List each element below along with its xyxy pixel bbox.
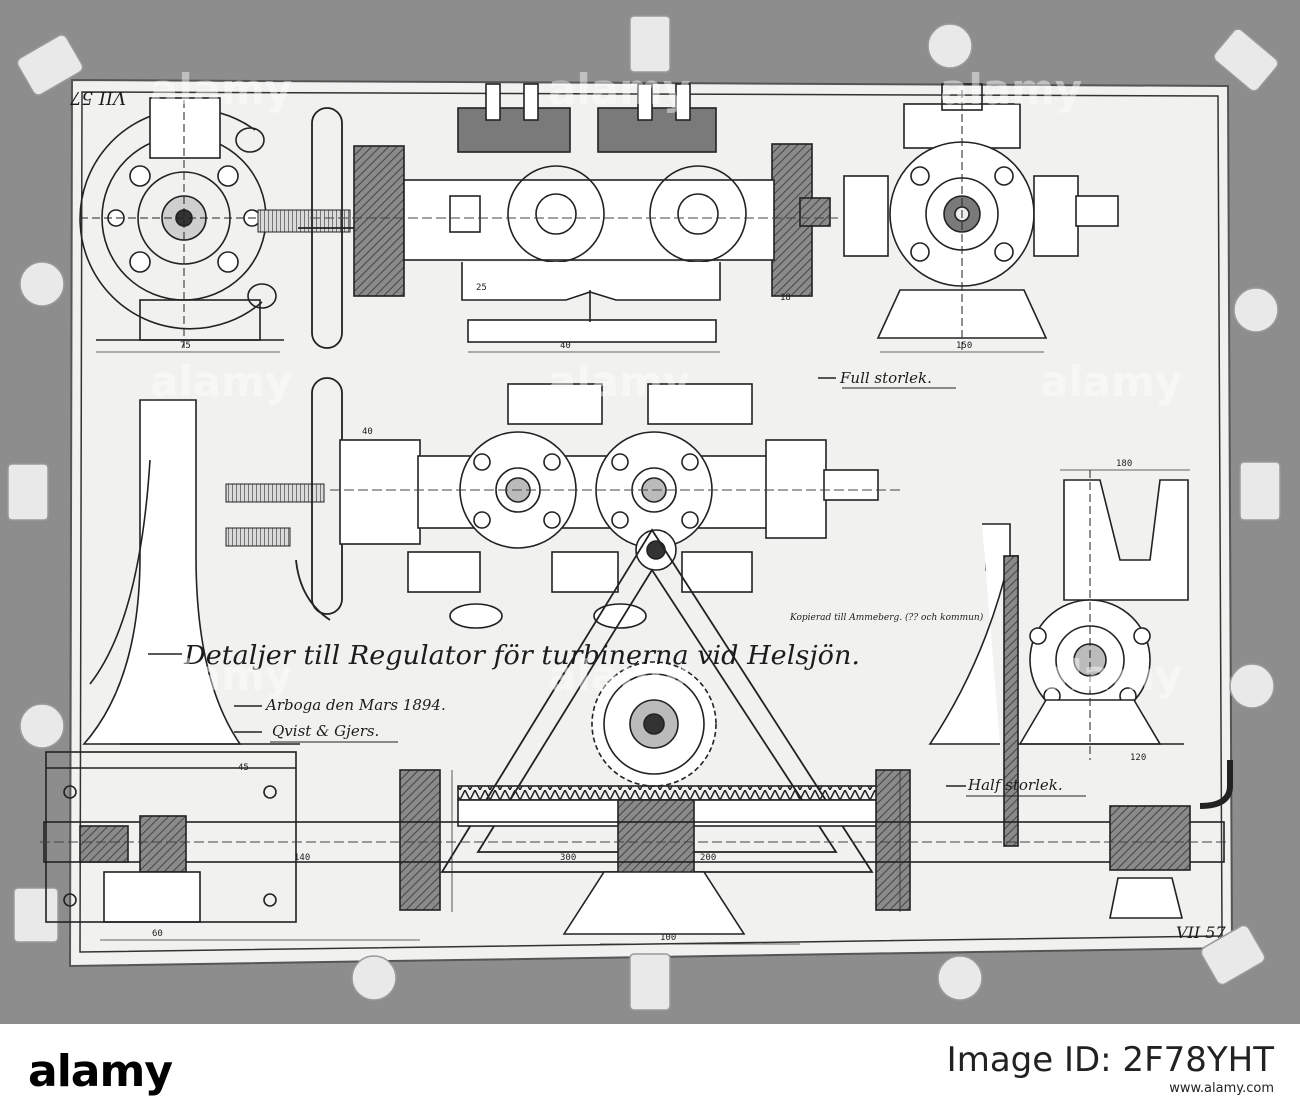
svg-text:300: 300 bbox=[560, 853, 576, 863]
left-bottom-frame bbox=[45, 751, 297, 923]
mounting-pins bbox=[7, 15, 1281, 1011]
threaded-rod-mid-1 bbox=[225, 483, 325, 503]
sheet-number-bottom: VII 57 bbox=[1176, 923, 1226, 942]
svg-text:alamy: alamy bbox=[548, 357, 690, 406]
svg-text:18: 18 bbox=[780, 293, 791, 303]
upper-right-end-view bbox=[843, 83, 1119, 352]
upper-regulator-body bbox=[353, 83, 831, 343]
place-date: Arboga den Mars 1894. bbox=[264, 696, 446, 714]
svg-text:alamy: alamy bbox=[1040, 651, 1182, 700]
svg-text:alamy: alamy bbox=[940, 65, 1082, 114]
svg-text:180: 180 bbox=[1116, 459, 1132, 469]
dimension-values: 75 40 150 45 100 60 180 200 300 40 18 25… bbox=[152, 283, 1146, 943]
image-id: Image ID: 2F78YHT bbox=[946, 1040, 1274, 1080]
svg-text:100: 100 bbox=[660, 933, 676, 943]
stock-footer bbox=[0, 1024, 1300, 1118]
scale-label-half: Half storlek. bbox=[967, 776, 1063, 794]
rack-and-guides bbox=[43, 760, 1233, 935]
image-id-block: Image ID: 2F78YHT www.alamy.com bbox=[947, 1040, 1274, 1098]
copy-note: Kopierad till Ammeberg. (?? och kommun) bbox=[789, 612, 984, 623]
threaded-rod-upper bbox=[257, 209, 351, 233]
svg-text:25: 25 bbox=[476, 283, 487, 293]
svg-text:40: 40 bbox=[560, 341, 571, 351]
middle-left-bracket bbox=[82, 399, 300, 745]
dimension-lines bbox=[96, 351, 1190, 945]
svg-text:alamy: alamy bbox=[548, 651, 690, 700]
right-l-bracket bbox=[928, 523, 1019, 847]
maker-name: Qvist & Gjers. bbox=[272, 722, 379, 740]
svg-text:alamy: alamy bbox=[150, 651, 292, 700]
svg-text:alamy: alamy bbox=[1040, 357, 1182, 406]
drawing-title: Detaljer till Regulator för turbinerna v… bbox=[183, 641, 860, 671]
upper-left-disk-view bbox=[79, 97, 300, 352]
svg-text:45: 45 bbox=[238, 763, 249, 773]
svg-text:200: 200 bbox=[700, 853, 716, 863]
handwheel-upper bbox=[298, 107, 356, 349]
svg-text:alamy: alamy bbox=[548, 65, 690, 114]
svg-text:120: 120 bbox=[1130, 753, 1146, 763]
alamy-logo: alamy bbox=[28, 1046, 173, 1097]
svg-text:75: 75 bbox=[180, 341, 191, 351]
svg-text:150: 150 bbox=[956, 341, 972, 351]
threaded-rod-mid-2 bbox=[225, 527, 291, 547]
svg-text:40: 40 bbox=[362, 427, 373, 437]
right-half-scale-view bbox=[1010, 470, 1189, 760]
svg-text:140: 140 bbox=[294, 853, 310, 863]
site-url: www.alamy.com bbox=[1169, 1081, 1274, 1096]
center-lines bbox=[40, 217, 1230, 843]
scale-label-full: Full storlek. bbox=[839, 369, 932, 387]
svg-text:alamy: alamy bbox=[150, 65, 292, 114]
watermark-overlay: alamy alamy alamy alamy alamy alamy alam… bbox=[150, 65, 1182, 700]
svg-text:60: 60 bbox=[152, 929, 163, 939]
sheet-number-top: VII 57 bbox=[70, 87, 126, 108]
svg-text:alamy: alamy bbox=[150, 357, 292, 406]
pinion-gear bbox=[591, 661, 717, 787]
